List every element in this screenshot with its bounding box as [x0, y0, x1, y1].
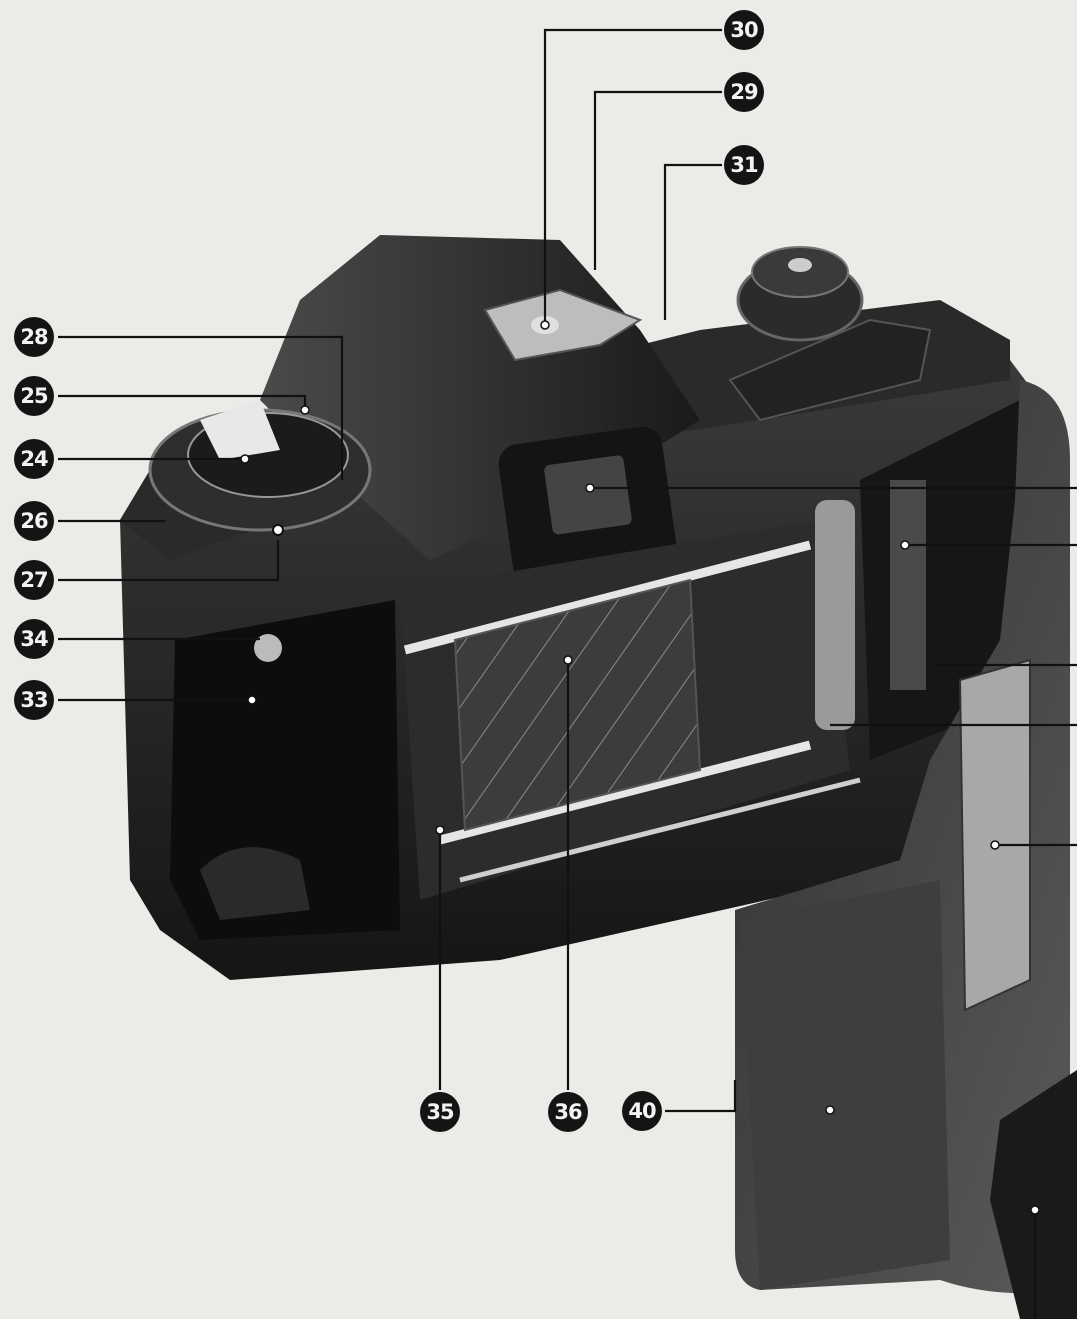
iso-window	[200, 400, 280, 460]
callout-34: 34	[14, 619, 54, 659]
hot-shoe	[483, 288, 643, 362]
callout-29: 29	[724, 72, 764, 112]
callout-30: 30	[724, 10, 764, 50]
callout-35: 35	[420, 1092, 460, 1132]
door-grip	[740, 880, 950, 1290]
leader-lines	[58, 28, 1077, 1319]
callout-33: 33	[14, 680, 54, 720]
leader-dots	[240, 320, 1040, 1215]
callout-40: 40	[622, 1091, 662, 1131]
shutter-curtain	[453, 578, 702, 832]
callout-28: 28	[14, 317, 54, 357]
advance-lever	[728, 318, 932, 422]
callout-36: 36	[548, 1092, 588, 1132]
take-up-spool	[815, 500, 855, 730]
callout-25: 25	[14, 376, 54, 416]
pressure-plate	[958, 658, 1031, 1012]
battery-cover	[990, 1070, 1077, 1319]
callout-24: 24	[14, 439, 54, 479]
eyepiece-window	[544, 455, 632, 535]
callout-31: 31	[724, 145, 764, 185]
callout-26: 26	[14, 501, 54, 541]
callout-27: 27	[14, 560, 54, 600]
